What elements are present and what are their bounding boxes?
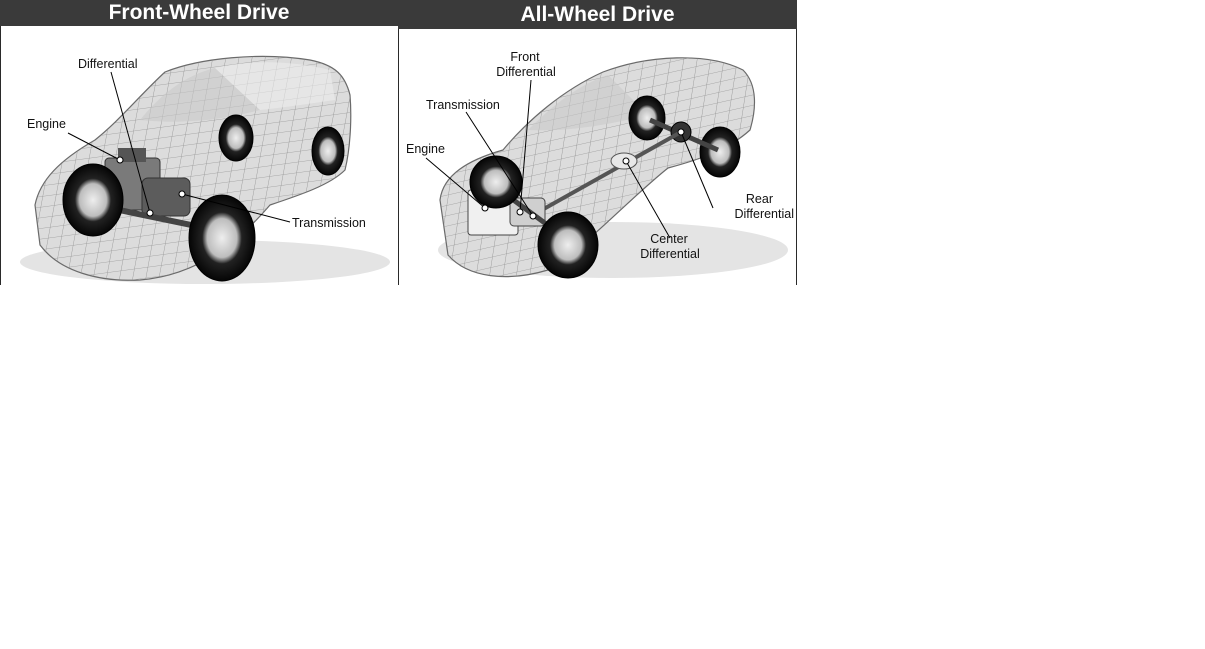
fwd-transmission-case — [141, 177, 191, 217]
awd-point-rear-differential — [677, 128, 685, 136]
fwd-point-engine — [116, 156, 124, 164]
fwd-roof-highlight — [215, 62, 335, 110]
awd-diagram-panel: All-Wheel Drive — [398, 0, 797, 285]
fwd-panel-title: Front-Wheel Drive — [0, 0, 398, 26]
awd-label-center-differential-line2: Differential — [640, 247, 700, 261]
awd-point-front-differential — [516, 208, 524, 216]
fwd-windshield — [140, 68, 260, 122]
awd-label-center-differential-line1: Center — [650, 232, 688, 246]
fwd-left-border — [0, 26, 1, 285]
awd-front-left-wheel — [469, 155, 523, 209]
fwd-label-differential: Differential — [78, 57, 138, 71]
fwd-engine-top — [118, 148, 146, 162]
fwd-label-engine: Engine — [27, 117, 66, 131]
fwd-point-differential — [146, 209, 154, 217]
awd-leader-front-differential — [519, 79, 532, 213]
awd-right-border — [796, 29, 797, 285]
awd-leader-rear-differential — [680, 131, 714, 209]
awd-driveshaft — [532, 130, 682, 217]
awd-label-transmission: Transmission — [426, 98, 500, 112]
awd-front-right-wheel — [537, 211, 599, 279]
awd-label-front-differential-line2: Differential — [496, 65, 556, 79]
awd-leader-engine — [425, 157, 486, 209]
fwd-leader-transmission — [181, 193, 291, 223]
awd-rear-left-wheel — [628, 95, 666, 141]
awd-leader-transmission — [465, 111, 534, 217]
awd-panel-title: All-Wheel Drive — [398, 0, 797, 29]
fwd-rear-left-wheel — [218, 114, 254, 162]
awd-left-border — [398, 29, 399, 285]
fwd-point-transmission — [178, 190, 186, 198]
fwd-diagram-panel: Front-Wheel Drive — [0, 0, 398, 285]
awd-rear-right-wheel — [699, 126, 741, 178]
awd-label-rear-differential-line1: Rear — [746, 192, 773, 206]
fwd-leader-engine — [67, 132, 121, 161]
awd-point-center-differential — [622, 157, 630, 165]
awd-label-engine: Engine — [406, 142, 445, 156]
fwd-front-right-wheel — [188, 194, 256, 282]
fwd-leader-differential — [110, 71, 151, 214]
fwd-rear-right-wheel — [311, 126, 345, 176]
awd-label-front-differential-line1: Front — [510, 50, 540, 64]
awd-car-illustration: Front Differential Transmission Engine R… — [406, 50, 794, 279]
awd-point-engine — [481, 204, 489, 212]
fwd-label-transmission: Transmission — [292, 216, 366, 230]
awd-point-transmission — [529, 212, 537, 220]
awd-windshield — [528, 75, 648, 131]
fwd-front-left-wheel — [62, 163, 124, 237]
awd-label-rear-differential-line2: Differential — [734, 207, 794, 221]
fwd-car-illustration: Differential Engine Transmission — [20, 55, 390, 284]
awd-leader-center-differential — [625, 160, 671, 239]
